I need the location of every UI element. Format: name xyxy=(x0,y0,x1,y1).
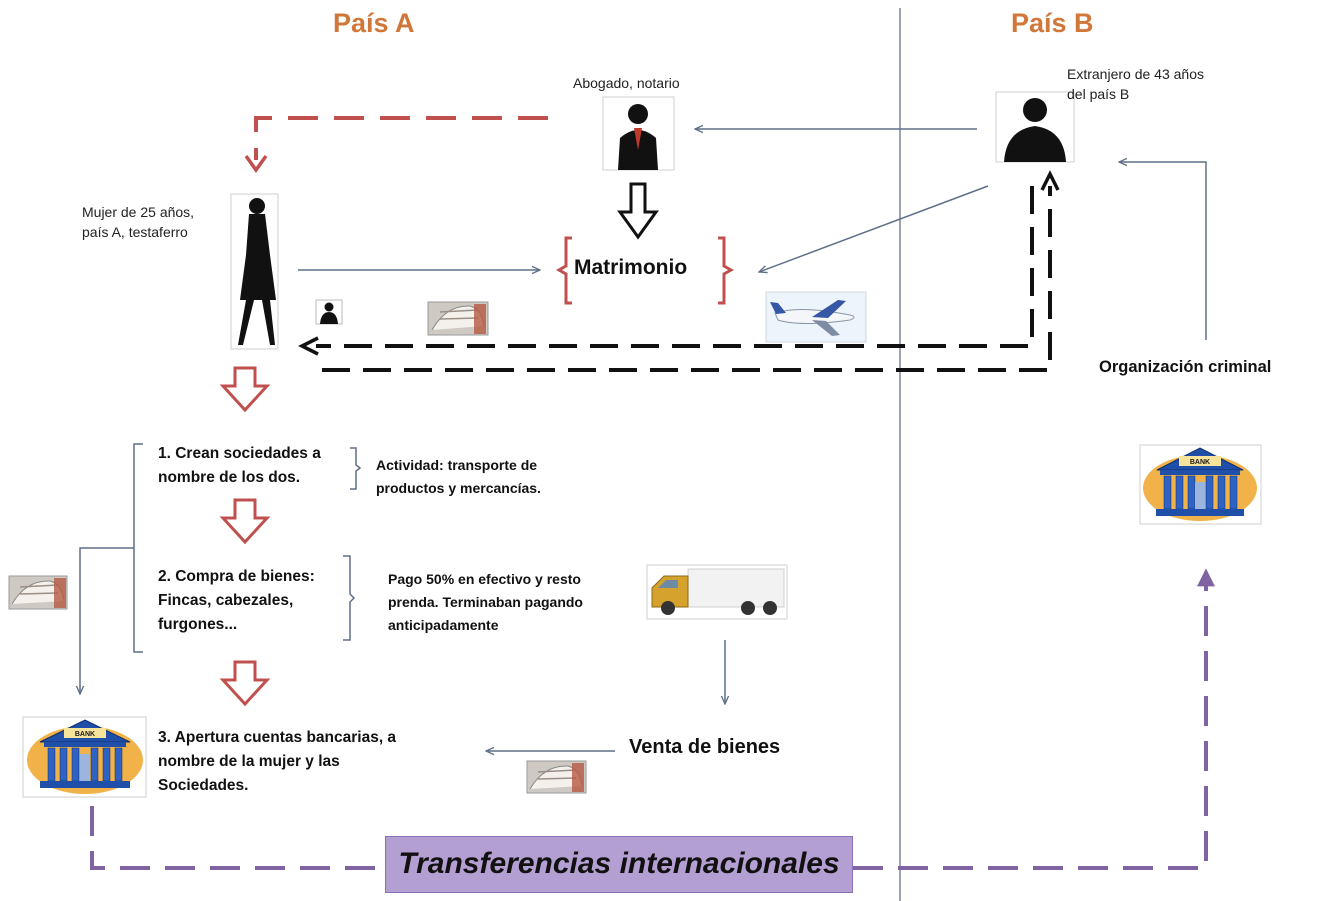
transfers-dashed-left xyxy=(90,806,385,870)
woman-label-line2: país A, testaferro xyxy=(82,224,188,240)
transfers-box: Transferencias internacionales xyxy=(385,836,853,893)
foreigner-label-line2: del país B xyxy=(1067,86,1130,102)
small-person-icon xyxy=(315,299,343,325)
sale-of-assets-label: Venta de bienes xyxy=(629,736,781,758)
transfers-label: Transferencias internacionales xyxy=(398,847,840,880)
money-icon-left xyxy=(8,575,68,610)
step3-line3: Sociedades. xyxy=(158,777,249,794)
money-icon-bottom xyxy=(526,760,587,794)
foreigner-to-woman-dashed-arrow xyxy=(316,186,1034,348)
bank-sign-right: BANK xyxy=(1190,459,1210,466)
step1-line1: 1. Crean sociedades a xyxy=(158,445,321,462)
steps-bracket xyxy=(133,443,143,653)
organization-to-foreigner-arrow xyxy=(1119,162,1207,340)
airplane-icon xyxy=(765,291,867,343)
flow-down-arrow-2 xyxy=(219,498,271,545)
flow-down-arrow-1 xyxy=(219,366,271,413)
step2-payment-line3: anticipadamente xyxy=(388,617,499,633)
country-a-title: País A xyxy=(333,8,415,38)
bank-icon-left: BANK xyxy=(22,716,147,798)
activity-brace xyxy=(350,447,362,490)
step2-line3: furgones... xyxy=(158,616,238,633)
woman-icon xyxy=(230,193,279,350)
bracket-to-bank-arrow xyxy=(80,547,134,694)
step2-payment-line2: prenda. Terminaban pagando xyxy=(388,594,583,610)
payment-brace xyxy=(343,555,356,641)
country-b-title: País B xyxy=(1011,8,1094,38)
transfers-dashed-right xyxy=(853,568,1215,870)
step2-line1: 2. Compra de bienes: xyxy=(158,568,315,585)
marriage-left-brace xyxy=(555,236,572,305)
step1-activity-line1: Actividad: transporte de xyxy=(376,457,538,473)
lawyer-to-marriage-arrow xyxy=(617,182,659,240)
step1-line2: nombre de los dos. xyxy=(158,469,301,486)
foreigner-to-marriage-arrow xyxy=(759,185,989,272)
step1-activity-line2: productos y mercancías. xyxy=(376,480,541,496)
flow-down-arrow-3 xyxy=(219,660,271,707)
criminal-organization-label: Organización criminal xyxy=(1099,358,1272,376)
bank-sign-left: BANK xyxy=(75,731,95,738)
marriage-label: Matrimonio xyxy=(574,256,688,279)
step2-payment-line1: Pago 50% en efectivo y resto xyxy=(388,571,581,587)
bank-icon-right: BANK xyxy=(1139,444,1262,525)
step3-line2: nombre de la mujer y las xyxy=(158,753,340,770)
lawyer-to-woman-dashed-arrow xyxy=(244,116,548,174)
truck-icon xyxy=(646,564,788,620)
foreigner-icon xyxy=(995,91,1075,163)
lawyer-icon xyxy=(602,96,675,171)
money-icon xyxy=(427,301,489,336)
foreigner-label-line1: Extranjero de 43 años xyxy=(1067,66,1204,82)
step3-line1: 3. Apertura cuentas bancarias, a xyxy=(158,729,397,746)
step2-line2: Fincas, cabezales, xyxy=(158,592,294,609)
woman-label-line1: Mujer de 25 años, xyxy=(82,204,195,220)
lawyer-label: Abogado, notario xyxy=(573,75,680,91)
marriage-right-brace xyxy=(718,236,735,305)
